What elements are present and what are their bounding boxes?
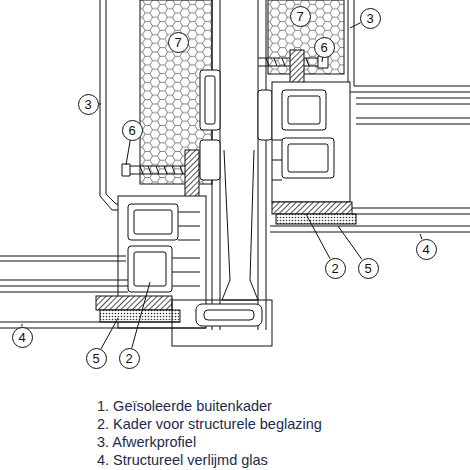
callout-number: 2 <box>331 262 338 275</box>
legend-line: 3. Afwerkprofiel <box>97 434 196 451</box>
leader-line <box>420 234 422 239</box>
callout-number: 6 <box>320 41 327 54</box>
callout-number: 6 <box>128 124 135 137</box>
callout-circle: 3 <box>78 94 99 115</box>
callout-number: 3 <box>84 98 91 111</box>
leader-line <box>99 104 102 105</box>
callout-number: 7 <box>296 10 303 23</box>
leader-line <box>338 226 362 259</box>
leader-line <box>132 282 150 348</box>
callout-number: 4 <box>422 243 429 256</box>
leader-line <box>306 214 330 259</box>
callout-circle: 2 <box>325 258 346 279</box>
callout-number: 5 <box>364 262 371 275</box>
callout-number: 4 <box>18 331 25 344</box>
leader-line <box>126 140 130 165</box>
callout-circle: 2 <box>119 348 140 369</box>
callout-circle: 6 <box>122 120 143 141</box>
legend-line: 4. Structureel verlijmd glas <box>97 452 268 469</box>
leader-line <box>350 23 361 28</box>
leader-line <box>101 318 118 349</box>
legend-line: 1. Geïsoleerde buitenkader <box>97 398 272 415</box>
callout-number: 2 <box>125 352 132 365</box>
callout-circle: 5 <box>358 258 379 279</box>
callout-circle: 6 <box>314 37 335 58</box>
callout-circle: 7 <box>290 6 311 27</box>
callout-circle: 4 <box>12 327 33 348</box>
callout-circle: 5 <box>86 348 107 369</box>
legend-line: 2. Kader voor structurele beglazing <box>97 416 322 433</box>
callout-number: 7 <box>174 36 181 49</box>
callout-circle: 4 <box>416 239 437 260</box>
callout-circle: 7 <box>168 32 189 53</box>
callout-number: 5 <box>92 352 99 365</box>
callout-number: 3 <box>366 12 373 25</box>
callout-circle: 3 <box>360 8 381 29</box>
leader-line <box>322 57 324 62</box>
